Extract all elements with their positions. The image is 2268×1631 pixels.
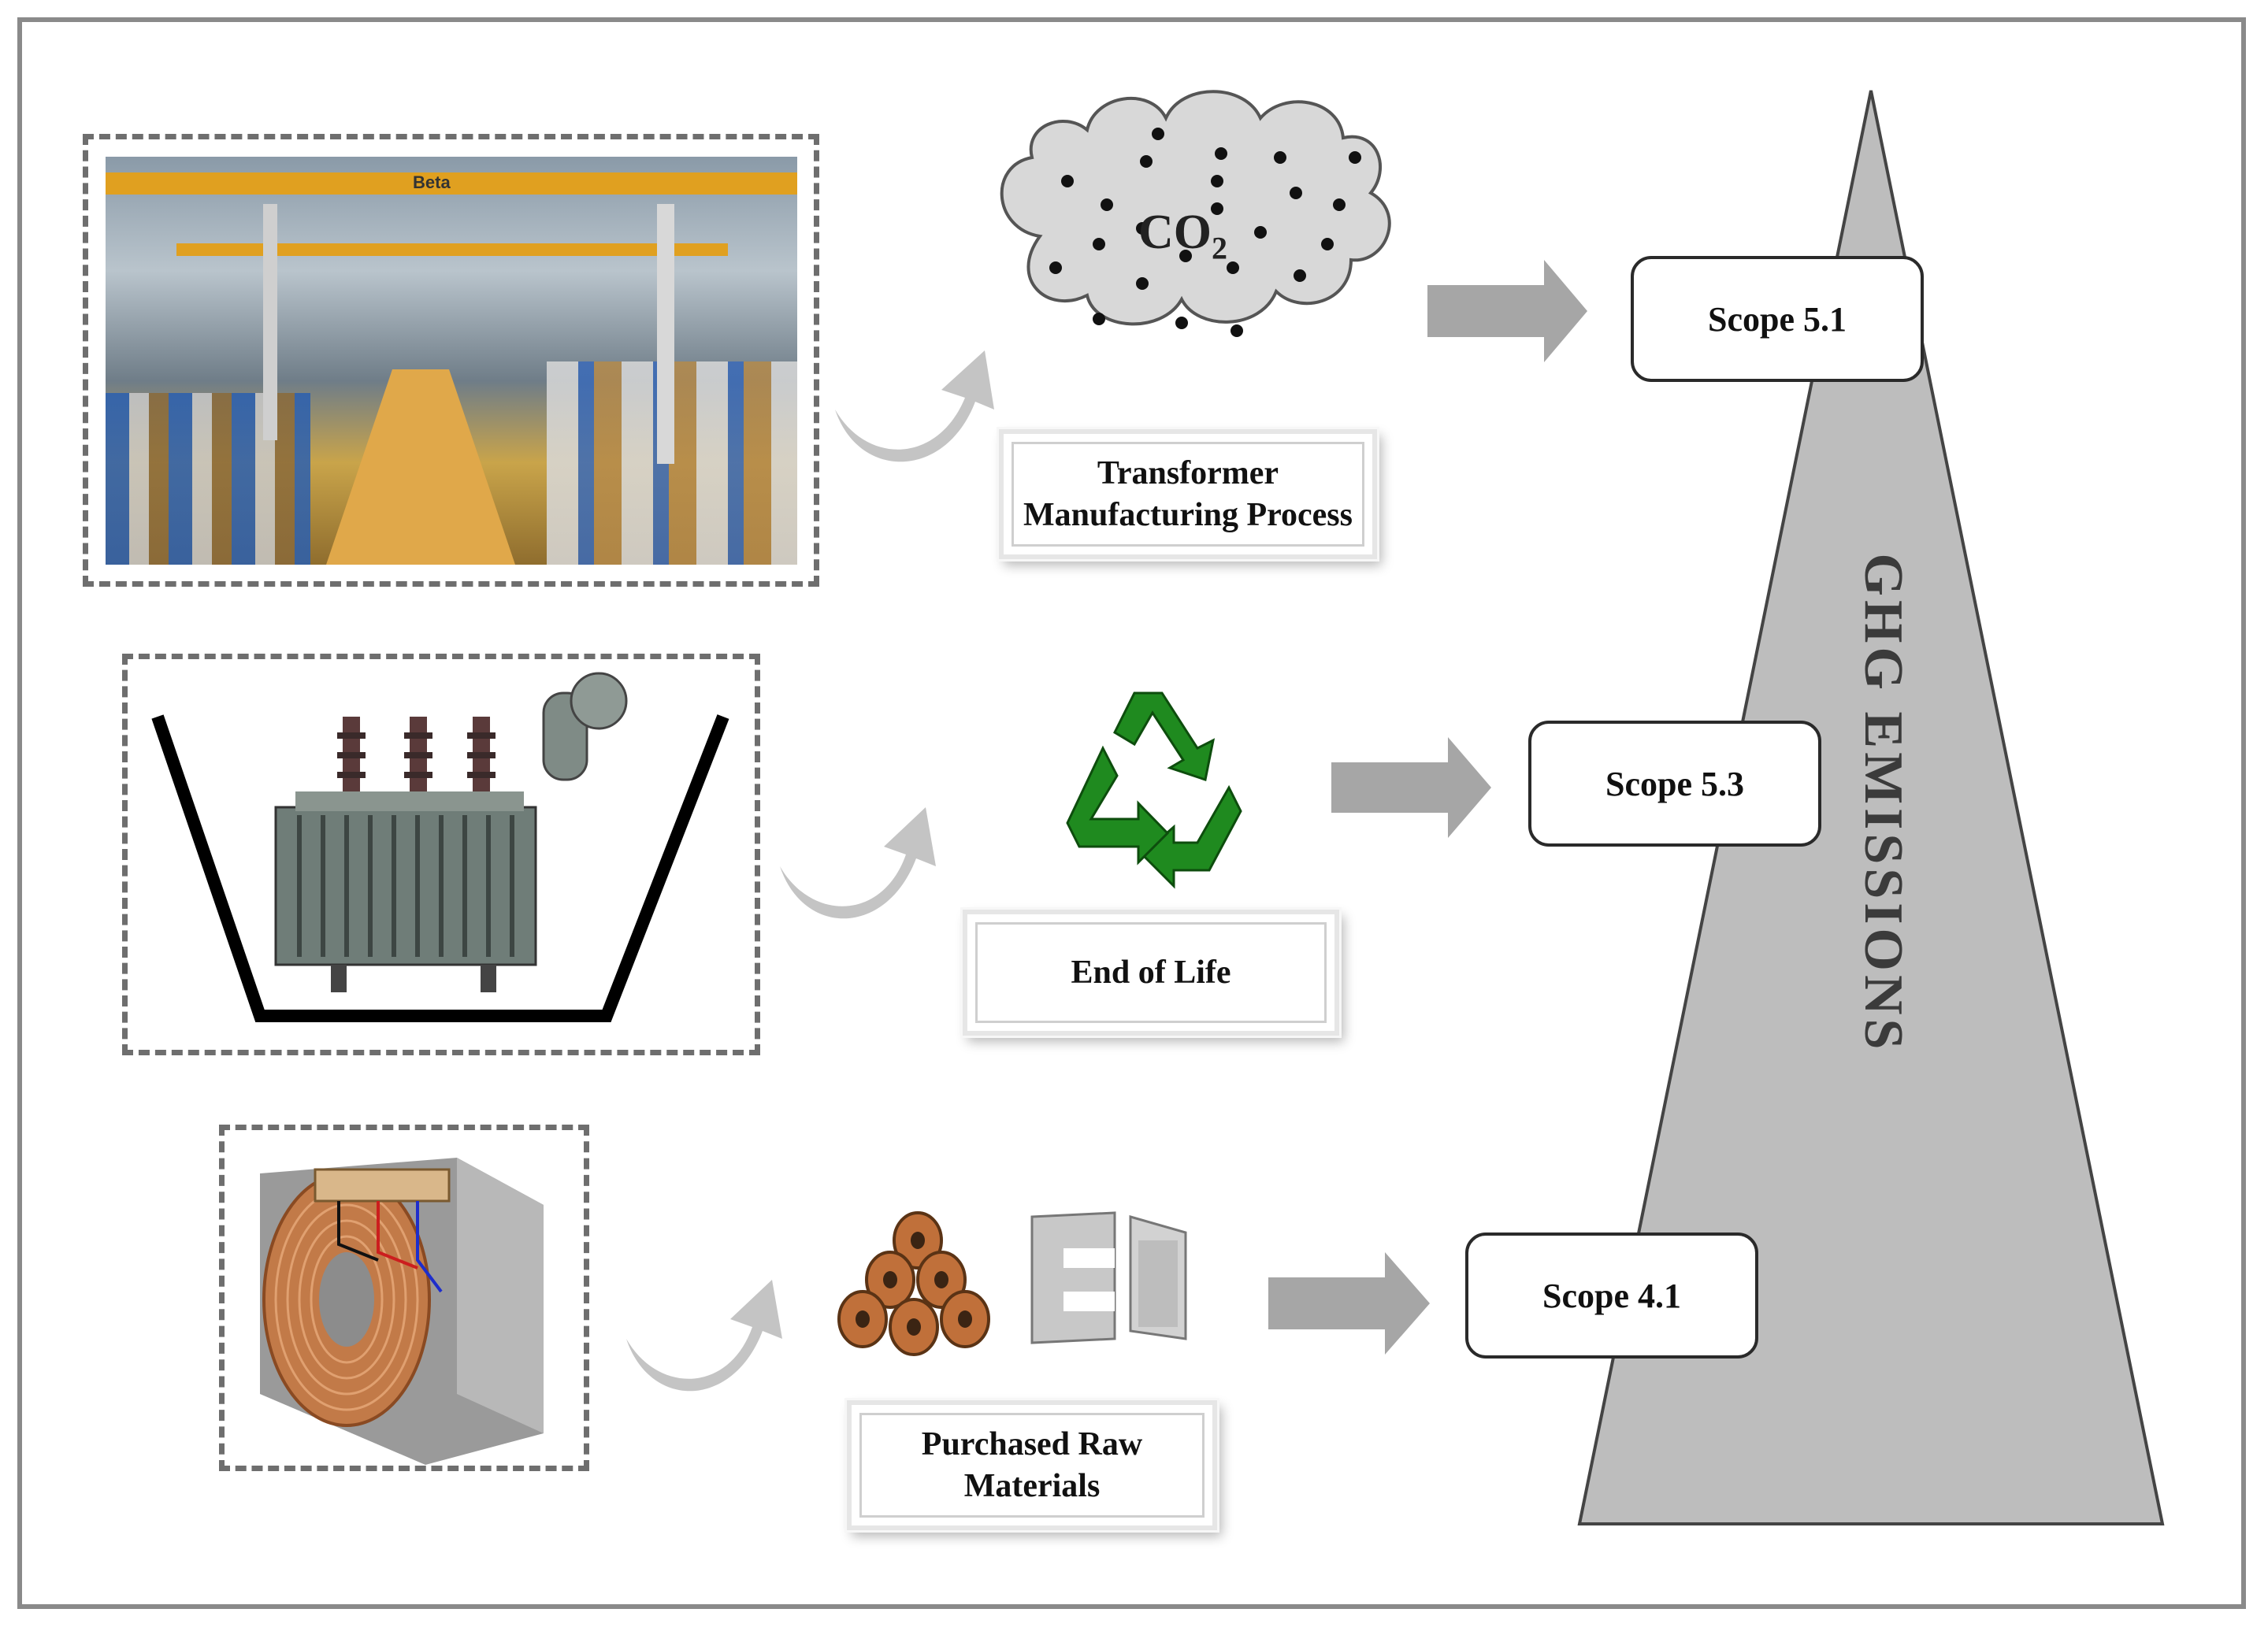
co2-formula: CO: [1138, 206, 1212, 259]
end-of-life-label: End of Life: [975, 922, 1327, 1023]
factory-pillar: [263, 204, 277, 440]
ei-laminations-icon: [1030, 1211, 1187, 1344]
manufacturing-process-label: Transformer Manufacturing Process: [1012, 442, 1364, 547]
factory-sign: Beta: [413, 172, 451, 192]
curved-arrow-icon: [780, 807, 936, 919]
end-of-life-image-frame: [122, 654, 760, 1055]
right-arrow-icon: [1331, 737, 1491, 838]
transformer-in-bin-icon: [151, 672, 729, 1022]
scope-box-bottom: Scope 4.1: [1465, 1233, 1758, 1359]
crane-beam: [176, 243, 728, 256]
factory-photo: Beta: [106, 157, 797, 565]
factory-floor: [326, 369, 515, 565]
ghg-emissions-label: GHG EMISSIONS: [1853, 553, 1914, 1054]
co2-cloud-icon: [1000, 90, 1391, 337]
scope-box-middle: Scope 5.3: [1528, 721, 1821, 847]
transformer-core-coil-icon: [260, 1158, 544, 1465]
raw-materials-image-frame: [219, 1125, 589, 1471]
factory-photo-frame: Beta: [83, 134, 819, 587]
right-arrow-icon: [1268, 1252, 1430, 1355]
curved-arrow-icon: [626, 1280, 782, 1392]
end-of-life-box: End of Life: [963, 910, 1339, 1036]
copper-wire-spools-icon: [837, 1211, 990, 1356]
curved-arrow-icon: [835, 350, 994, 462]
co2-subscript: 2: [1212, 230, 1227, 266]
raw-materials-box: Purchased Raw Materials: [847, 1400, 1217, 1530]
crane-beam: [106, 172, 797, 195]
manufacturing-process-box: Transformer Manufacturing Process: [999, 429, 1377, 559]
right-arrow-icon: [1427, 260, 1587, 362]
co2-label: CO2: [1138, 205, 1227, 266]
factory-pillar: [657, 204, 674, 464]
raw-materials-label: Purchased Raw Materials: [859, 1413, 1205, 1518]
scope-box-top: Scope 5.1: [1631, 256, 1924, 382]
machinery-left: [106, 393, 310, 565]
recycle-icon: [1066, 691, 1242, 889]
